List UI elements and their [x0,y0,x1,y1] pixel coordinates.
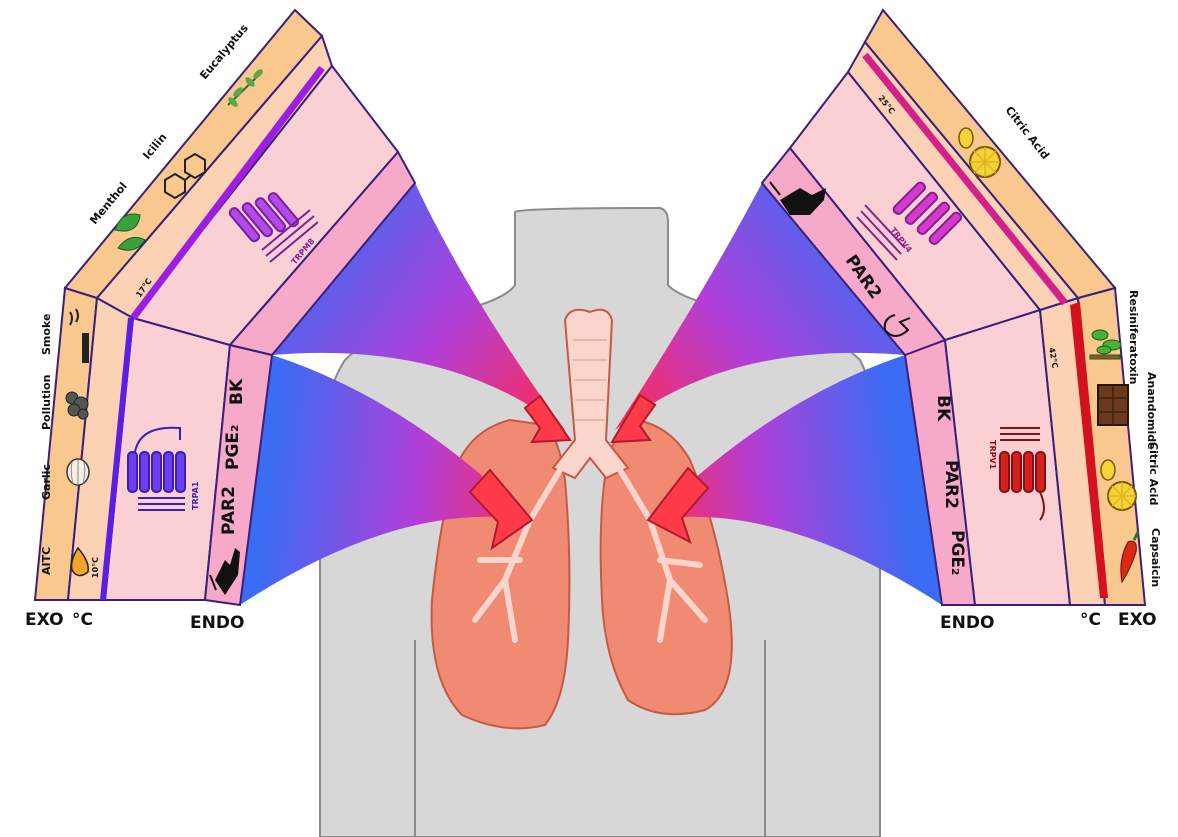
lemon-icon [1108,482,1136,510]
right-exo-capsaicin-label: Capsaicin [1149,528,1162,587]
left-temp-lower-label: 10°C [91,557,100,578]
left-exo-garlic-label: Garlic [40,464,53,500]
left-exo-icilin-label: Icilin [140,131,169,162]
right-exo-axis-label: EXO [1118,610,1157,630]
right-endo-bk-label: BK [933,395,953,422]
chocolate-icon [1098,385,1128,425]
left-exo-axis-label: EXO [25,610,64,630]
right-temp-axis-label: °C [1080,610,1101,630]
left-exo-aitc-label: AITC [40,547,53,575]
right-endo-axis-label: ENDO [940,613,994,633]
right-endo-pge2-label: PGE₂ [947,530,967,575]
right-endo-par2-label: PAR2 [941,460,961,509]
right-channel-lower-label: TRPV1 [988,440,997,470]
left-temp-axis-label: °C [72,610,93,630]
garlic-icon [67,459,89,485]
left-endo-par2-label: PAR2 [219,486,239,535]
left-exo-pollution-label: Pollution [40,375,53,430]
right-exo-upper-citric-acid-label: Citric Acid [1003,104,1052,162]
left-endo-axis-label: ENDO [190,613,244,633]
left-endo-bk-label: BK [227,378,247,405]
left-channel-lower-label: TRPA1 [191,481,200,510]
left-endo-pge2-label: PGE₂ [223,425,243,470]
right-exo-citric-acid-label: Citric Acid [1147,442,1160,505]
right-exo-anandomide-label: Anandomide [1145,372,1158,450]
left-exo-smoke-label: Smoke [40,314,53,355]
right-exo-resiniferatoxin-label: Resiniferatoxin [1127,290,1140,384]
